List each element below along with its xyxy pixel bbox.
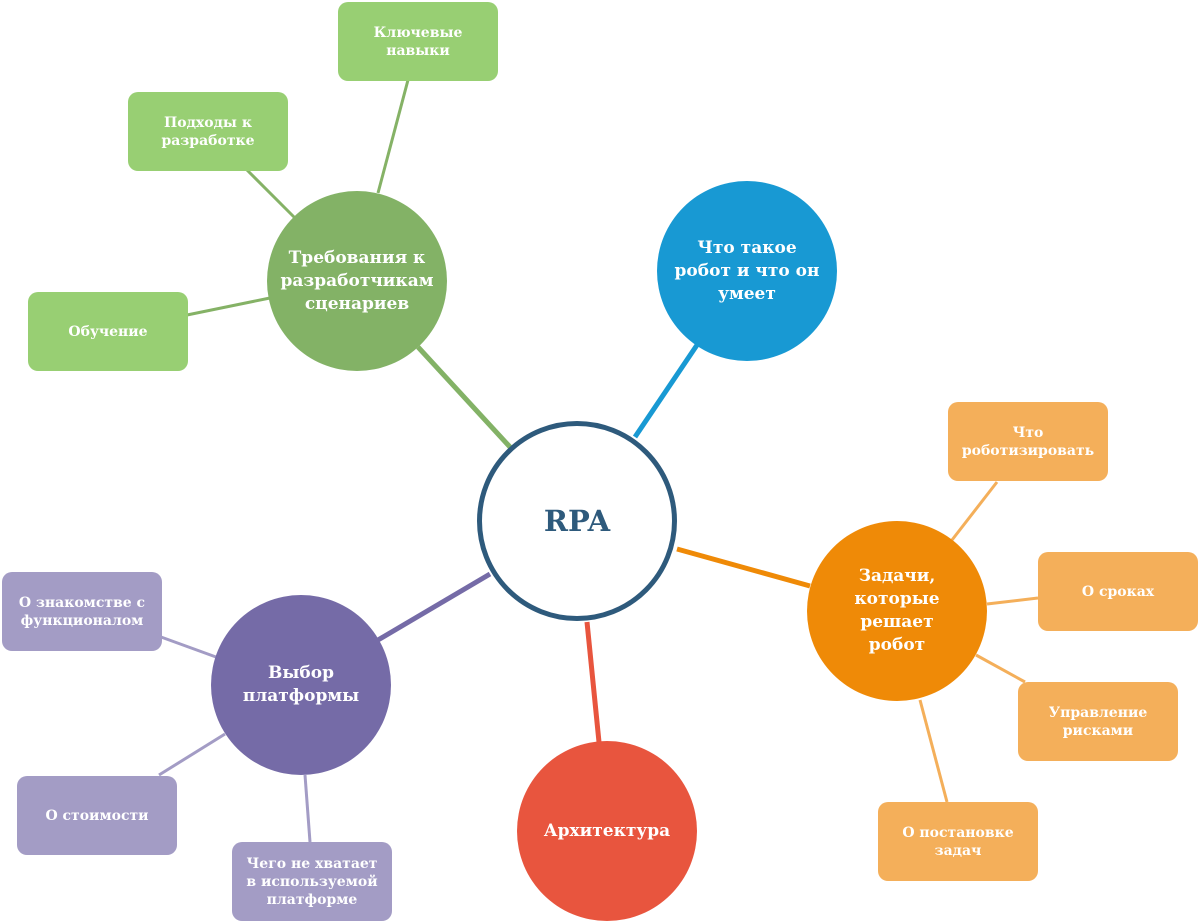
branch-label: Выбор платформы xyxy=(242,663,360,706)
branch-platform[interactable]: Выбор платформы xyxy=(211,595,391,775)
branch-label: Требования к разработчикам сценариев xyxy=(280,247,434,314)
link-req-skills xyxy=(376,79,410,194)
leaf-missing-features[interactable]: Чего не хватает в используемой платформе xyxy=(232,842,392,921)
leaf-terms[interactable]: О сроках xyxy=(1038,552,1198,631)
link-center-tasks xyxy=(676,546,811,589)
branch-label: Что такое робот и что он умеет xyxy=(674,237,820,304)
leaf-functional[interactable]: О знакомстве с функционалом xyxy=(2,572,162,651)
leaf-label: О сроках xyxy=(1081,583,1155,600)
link-center-platform xyxy=(376,571,492,643)
center-label: RPA xyxy=(543,504,611,538)
leaf-label: О постановке задач xyxy=(902,824,1014,859)
branch-tasks[interactable]: Задачи, которые решает робот xyxy=(807,521,987,701)
branch-label: Задачи, которые решает робот xyxy=(854,566,940,655)
leaf-label: Что роботизировать xyxy=(961,424,1095,459)
branch-label: Архитектура xyxy=(543,820,671,841)
branch-architecture[interactable]: Архитектура xyxy=(517,741,697,921)
link-tasks-setting xyxy=(918,699,949,803)
link-platform-functional xyxy=(160,635,217,659)
leaf-label: О знакомстве с функционалом xyxy=(18,594,146,629)
link-tasks-what xyxy=(950,481,999,541)
leaf-key-skills[interactable]: Ключевые навыки xyxy=(338,2,498,81)
leaf-label: Чего не хватает в используемой платформе xyxy=(246,855,378,908)
leaf-label: Ключевые навыки xyxy=(373,24,463,59)
link-platform-cost xyxy=(158,732,226,777)
leaf-label: Обучение xyxy=(68,323,148,340)
leaf-label: Подходы к разработке xyxy=(161,114,255,149)
branch-robot[interactable]: Что такое робот и что он умеет xyxy=(657,181,837,361)
center-node[interactable]: RPA xyxy=(477,421,677,621)
leaf-risk-management[interactable]: Управление рисками xyxy=(1018,682,1178,761)
leaf-label: Управление рисками xyxy=(1048,704,1148,739)
link-req-training xyxy=(186,296,271,317)
leaf-label: О стоимости xyxy=(45,807,149,824)
leaf-what-to-robotize[interactable]: Что роботизировать xyxy=(948,402,1108,481)
link-req-approaches xyxy=(245,168,297,220)
branch-requirements[interactable]: Требования к разработчикам сценариев xyxy=(267,191,447,371)
link-center-requirements xyxy=(416,345,512,449)
leaf-training[interactable]: Обучение xyxy=(28,292,188,371)
link-tasks-risks xyxy=(975,653,1026,684)
leaf-cost[interactable]: О стоимости xyxy=(17,776,177,855)
link-platform-missing xyxy=(303,774,312,843)
leaf-task-setting[interactable]: О постановке задач xyxy=(878,802,1038,881)
link-tasks-terms xyxy=(986,596,1039,606)
link-center-architecture xyxy=(584,621,602,743)
leaf-approaches[interactable]: Подходы к разработке xyxy=(128,92,288,171)
link-center-robot xyxy=(632,343,700,439)
